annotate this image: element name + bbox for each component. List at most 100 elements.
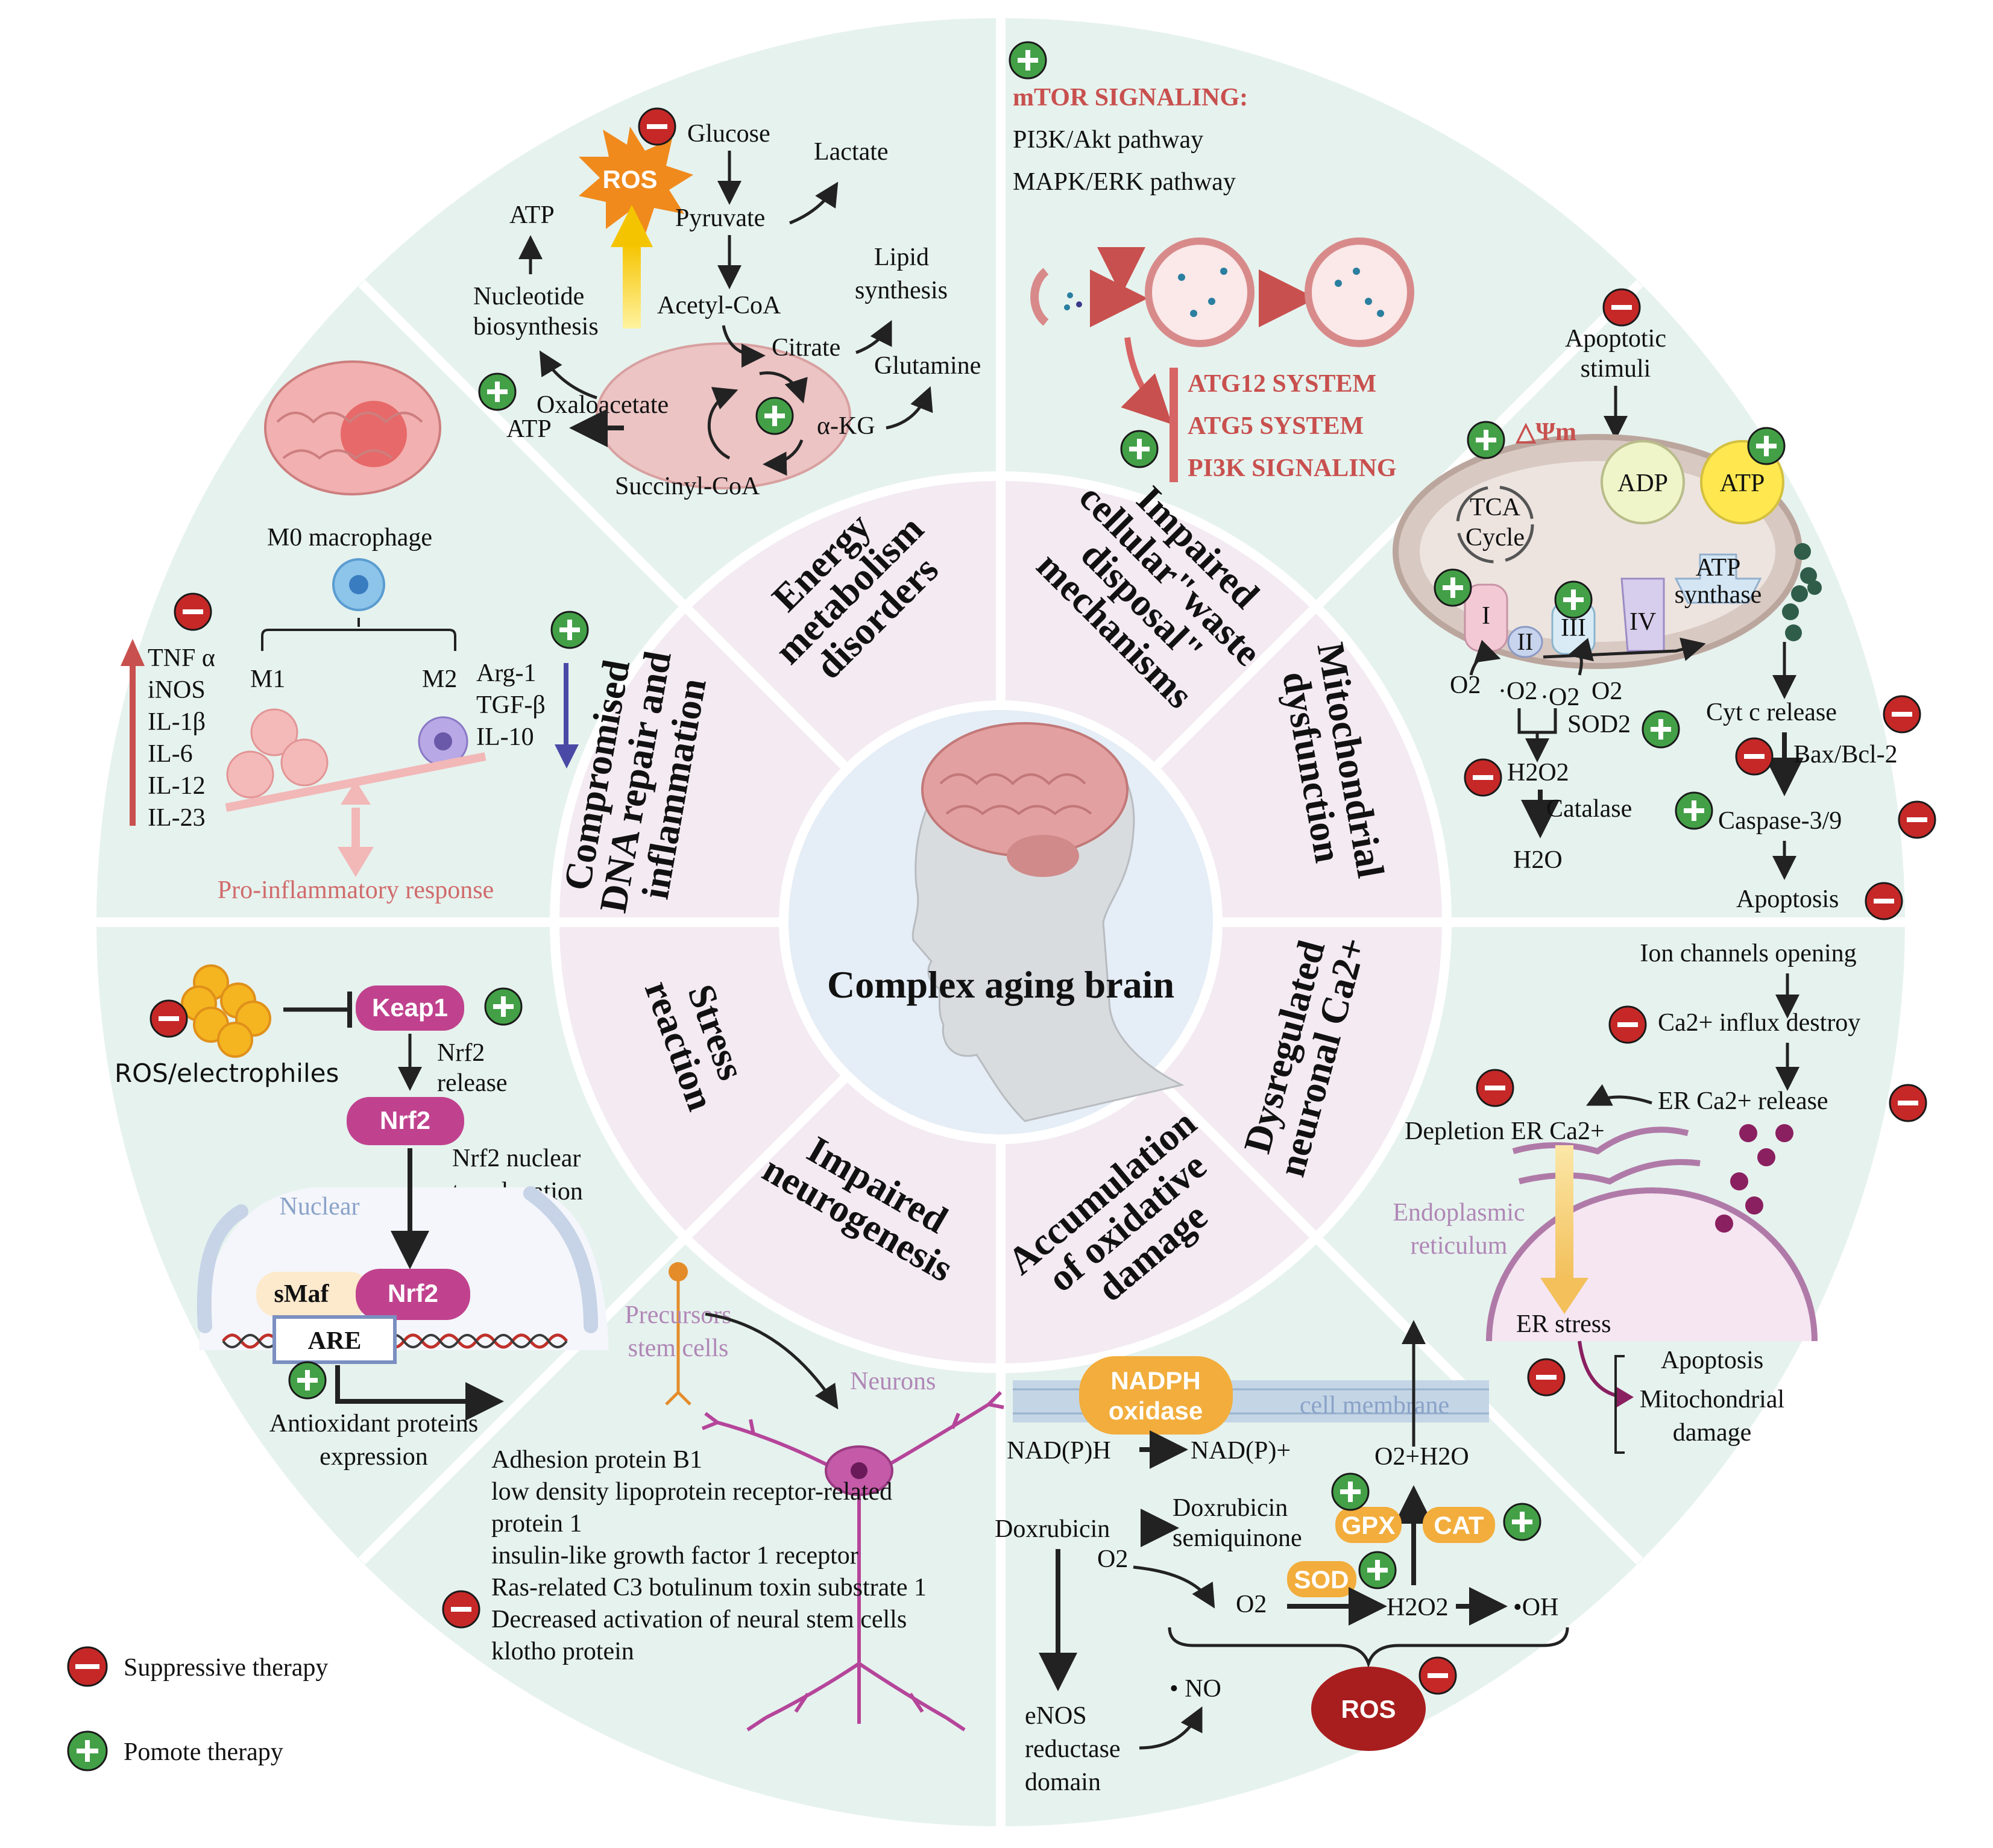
svg-text:Nuclear: Nuclear — [280, 1193, 360, 1221]
cytokine-up-item: TNF α — [148, 644, 215, 672]
promote-therapy-icon — [1554, 580, 1593, 619]
svg-text:eNOS: eNOS — [1025, 1702, 1087, 1730]
promote-therapy-icon — [1642, 710, 1680, 749]
neuro-list-item: insulin-like growth factor 1 receptor — [491, 1542, 858, 1570]
svg-text:oxidase: oxidase — [1109, 1397, 1203, 1425]
svg-text:Citrate: Citrate — [772, 334, 840, 362]
promote-therapy-icon — [478, 372, 517, 411]
svg-text:H2O2: H2O2 — [1387, 1594, 1449, 1621]
svg-text:Apoptosis: Apoptosis — [1661, 1347, 1763, 1374]
stress-panel: Keap1 ROS/electrophiles Nrf2 release Nrf… — [115, 964, 609, 1471]
cytokine-up-item: IL-12 — [148, 772, 206, 800]
promote-therapy-icon — [1358, 1551, 1397, 1589]
promote-therapy-icon — [288, 1361, 327, 1400]
svg-text:release: release — [437, 1069, 508, 1097]
dna-panel: M0 macrophage M1 M2 TNF αiNOSIL-1βIL-6IL… — [121, 360, 579, 904]
svg-text:O2: O2 — [1097, 1545, 1128, 1573]
svg-text:SOD2: SOD2 — [1567, 711, 1631, 738]
svg-text:mTOR SIGNALING:: mTOR SIGNALING: — [1013, 84, 1248, 112]
promote-therapy-icon — [1009, 41, 1047, 80]
suppressive-therapy-icon — [1865, 882, 1903, 920]
svg-text:Mitochondrial: Mitochondrial — [1640, 1386, 1784, 1413]
svg-text:△Ψm: △Ψm — [1516, 418, 1576, 446]
cytokine-up-item: IL-1β — [148, 708, 206, 736]
svg-text:I: I — [1482, 602, 1490, 630]
svg-text:NAD(P)+: NAD(P)+ — [1191, 1437, 1291, 1465]
svg-text:GPX: GPX — [1342, 1511, 1396, 1539]
svg-text:Ion channels opening: Ion channels opening — [1640, 940, 1856, 967]
svg-text:Apoptosis: Apoptosis — [1736, 885, 1839, 913]
svg-text:MAPK/ERK pathway: MAPK/ERK pathway — [1013, 168, 1236, 196]
svg-text:damage: damage — [1673, 1419, 1752, 1447]
svg-text:expression: expression — [320, 1443, 428, 1471]
cytokine-up-item: IL-23 — [148, 804, 206, 832]
cytokine-down-item: TGF-β — [476, 691, 546, 719]
svg-text:•OH: •OH — [1513, 1594, 1558, 1621]
svg-text:O2: O2 — [1592, 677, 1622, 705]
svg-text:stimuli: stimuli — [1581, 355, 1651, 383]
suppressive-therapy-icon — [174, 592, 212, 631]
svg-text:biosynthesis: biosynthesis — [473, 313, 599, 341]
svg-text:Glucose: Glucose — [687, 120, 770, 148]
svg-text:Succinyl-CoA: Succinyl-CoA — [615, 473, 760, 500]
svg-text:semiquinone: semiquinone — [1173, 1524, 1302, 1552]
svg-text:ER stress: ER stress — [1516, 1310, 1611, 1338]
suppressive-therapy-icon — [1476, 1069, 1514, 1107]
calcium-panel: Ion channels opening Ca2+ influx destroy… — [1393, 940, 1860, 1454]
energy-panel: ROS Glucose Lactate ATP Pyruvate Lipid s… — [473, 120, 981, 500]
svg-text:Pyruvate: Pyruvate — [675, 204, 765, 232]
svg-text:Caspase-3/9: Caspase-3/9 — [1718, 807, 1842, 835]
svg-text:Bax/Bcl-2: Bax/Bcl-2 — [1793, 741, 1898, 768]
suppressive-therapy-icon — [1602, 288, 1641, 327]
svg-text:sMaf: sMaf — [274, 1280, 330, 1308]
svg-text:Neurons: Neurons — [850, 1368, 936, 1395]
svg-text:Oxaloacetate: Oxaloacetate — [537, 391, 669, 419]
svg-text:domain: domain — [1025, 1768, 1101, 1796]
suppressive-therapy-icon — [1464, 758, 1502, 797]
center-title: Complex aging brain — [827, 963, 1174, 1006]
svg-text:Keap1: Keap1 — [372, 993, 448, 1022]
neuro-panel: Precursors stem cells Neurons Adhesion p… — [491, 1262, 1004, 1732]
svg-text:stem cells: stem cells — [628, 1334, 729, 1362]
svg-text:ATG12 SYSTEM: ATG12 SYSTEM — [1188, 370, 1376, 398]
svg-text:NAD(P)H: NAD(P)H — [1007, 1437, 1111, 1465]
promote-therapy-icon — [1467, 421, 1505, 459]
svg-text:Nucleotide: Nucleotide — [473, 283, 584, 310]
legend-promote-label: Pomote therapy — [124, 1738, 283, 1766]
svg-text:Cyt c release: Cyt c release — [1706, 699, 1837, 726]
svg-text:PI3K/Akt pathway: PI3K/Akt pathway — [1013, 126, 1203, 154]
svg-text:Ca2+ influx destroy: Ca2+ influx destroy — [1658, 1009, 1860, 1037]
svg-text:synthase: synthase — [1675, 581, 1762, 609]
promote-therapy-icon — [1747, 427, 1786, 465]
svg-text:Lipid: Lipid — [874, 244, 929, 271]
promote-therapy-icon — [484, 987, 523, 1026]
svg-text:• NO: • NO — [1170, 1675, 1221, 1703]
svg-text:Nrf2 nuclear: Nrf2 nuclear — [452, 1145, 581, 1172]
suppressive-therapy-icon — [1883, 695, 1921, 734]
promote-therapy-icon — [1120, 430, 1159, 468]
svg-text:II: II — [1517, 628, 1534, 655]
svg-text:ADP: ADP — [1617, 470, 1668, 497]
svg-text:M1: M1 — [250, 665, 285, 693]
svg-text:M0 macrophage: M0 macrophage — [267, 524, 432, 552]
head-illustration — [911, 722, 1185, 1122]
svg-text:SOD: SOD — [1294, 1565, 1349, 1594]
waste-panel: mTOR SIGNALING: PI3K/Akt pathway MAPK/ER… — [1013, 84, 1414, 482]
svg-text:ATP: ATP — [509, 201, 555, 229]
suppressive-therapy-icon — [1418, 1656, 1457, 1695]
promote-therapy-icon — [1434, 568, 1472, 607]
svg-text:Nrf2: Nrf2 — [437, 1039, 485, 1067]
svg-text:Doxrubicin: Doxrubicin — [1173, 1494, 1288, 1522]
suppressive-therapy-icon — [1527, 1358, 1566, 1397]
svg-text:Doxrubicin: Doxrubicin — [995, 1515, 1110, 1543]
svg-text:Antioxidant proteins: Antioxidant proteins — [269, 1410, 478, 1438]
svg-text:O2: O2 — [1236, 1591, 1267, 1618]
svg-text:·O2: ·O2 — [1498, 677, 1537, 705]
svg-text:TCA: TCA — [1470, 494, 1521, 521]
svg-text:Glutamine: Glutamine — [874, 352, 981, 380]
legend-suppress-label: Suppressive therapy — [124, 1654, 328, 1682]
